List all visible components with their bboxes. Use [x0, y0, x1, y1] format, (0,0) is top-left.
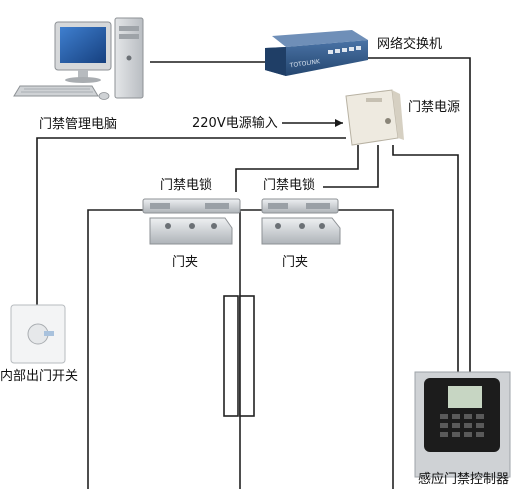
management-pc [13, 17, 144, 100]
label-network-switch: 网络交换机 [377, 37, 443, 52]
door-clamp-left [149, 217, 233, 245]
controller-screen [448, 386, 482, 408]
arrow-220v [335, 119, 343, 127]
lock-right-body [261, 198, 339, 214]
door-handle-right [239, 295, 255, 417]
wire-switch-controller [348, 57, 471, 372]
monitor-neck [78, 70, 88, 78]
wires [36, 57, 471, 372]
power-box-lock-icon [385, 118, 391, 124]
wire-power-lock-right [323, 145, 379, 188]
keyboard [13, 85, 99, 97]
tower-drive-2 [119, 34, 139, 39]
lock-left-body [142, 198, 241, 214]
label-controller: 感应门禁控制器 [418, 472, 510, 487]
label-clamp-left: 门夹 [172, 255, 199, 270]
tower-drive-1 [119, 26, 139, 31]
door-left-frame [87, 209, 143, 489]
clamp-left-shape [149, 217, 233, 245]
electric-lock-right [261, 198, 339, 214]
switch-front [265, 47, 286, 76]
wire-power-exit-switch [36, 137, 346, 305]
label-lock-left: 门禁电锁 [160, 178, 213, 193]
network-switch: TOTOLINK [265, 30, 368, 76]
power-box-label [366, 98, 382, 102]
monitor-base [65, 77, 101, 83]
label-clamp-right: 门夹 [282, 255, 309, 270]
label-access-power: 门禁电源 [408, 100, 461, 115]
label-exit-switch: 内部出门开关 [0, 369, 79, 384]
label-lock-right: 门禁电锁 [263, 178, 316, 193]
clamp-right-shape [261, 217, 341, 245]
switch-top [272, 30, 368, 47]
door-handle-left [223, 295, 239, 417]
door-frame [87, 209, 394, 489]
switch-brand: TOTOLINK [288, 58, 321, 69]
access-power-box [345, 89, 404, 146]
controller-keypad [440, 414, 484, 437]
power-box-side [392, 90, 404, 140]
exit-switch-device [10, 304, 66, 364]
wire-power-lock-left [235, 145, 359, 192]
switch-ports [328, 46, 361, 54]
monitor-screen [60, 27, 106, 63]
access-controller-device [414, 371, 511, 478]
door-right-frame [338, 209, 394, 489]
door-clamp-right [261, 217, 341, 245]
tower-power-light [126, 55, 132, 61]
label-management-pc: 门禁管理电脑 [39, 117, 118, 132]
mouse [98, 92, 110, 100]
electric-lock-left [142, 198, 241, 214]
label-power-input: 220V电源输入 [192, 116, 278, 131]
wire-power-controller [392, 145, 459, 372]
